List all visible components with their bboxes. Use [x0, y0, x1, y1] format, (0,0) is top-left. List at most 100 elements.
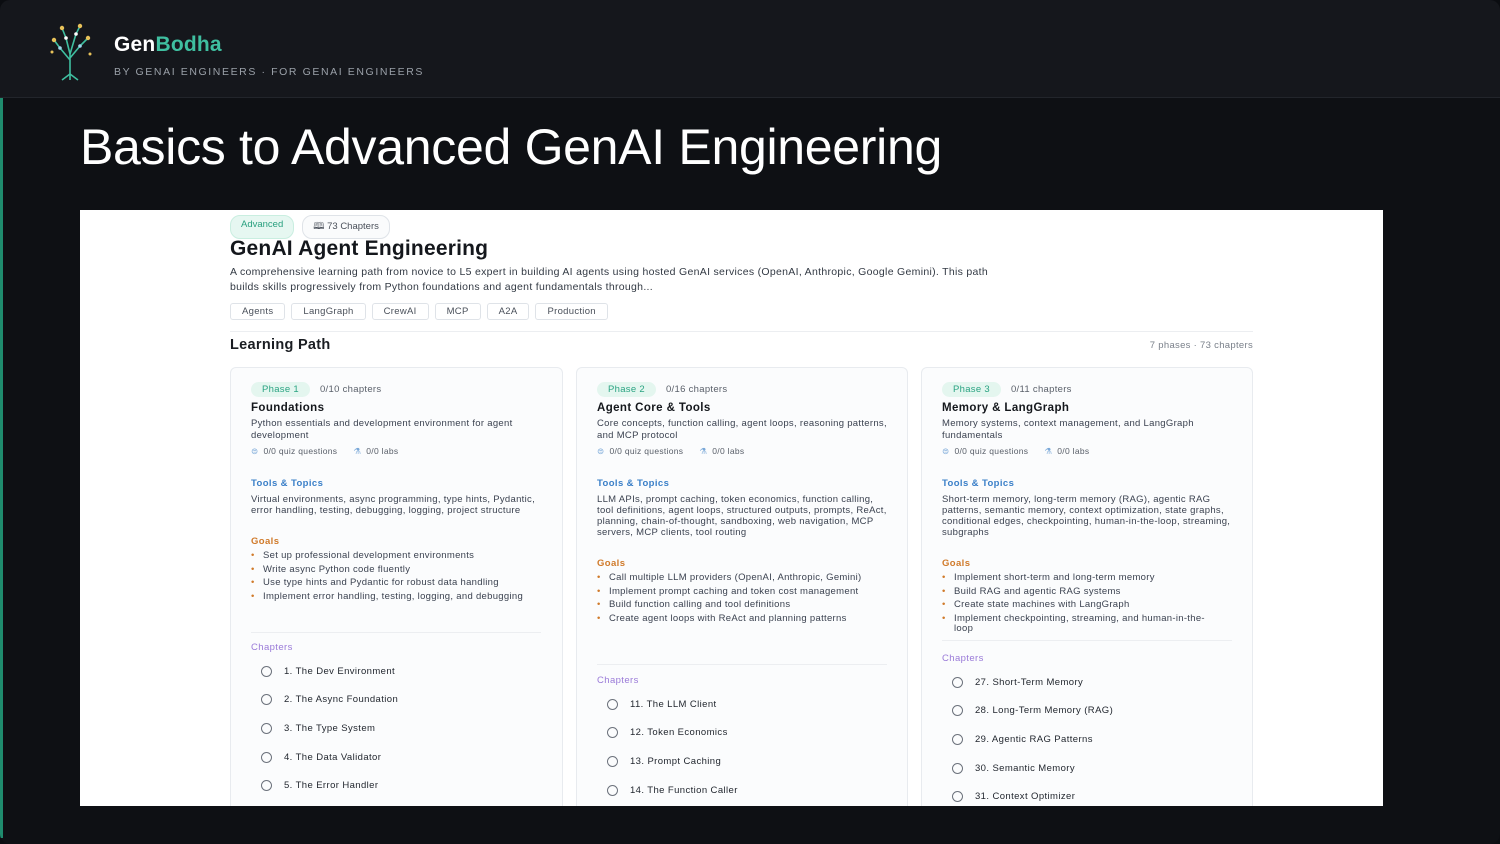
phase-title: Foundations: [251, 402, 325, 414]
radio-circle-icon[interactable]: [607, 755, 618, 767]
learning-path-title: Learning Path: [230, 337, 331, 353]
radio-circle-icon[interactable]: [607, 698, 618, 710]
goal-item: Build RAG and agentic RAG systems: [942, 586, 1222, 598]
goals-list: Set up professional development environm…: [251, 550, 531, 605]
radio-circle-icon[interactable]: [952, 705, 963, 717]
goals-list: Implement short-term and long-term memor…: [942, 572, 1222, 638]
chapter-list: 1. The Dev Environment 2. The Async Foun…: [261, 657, 398, 800]
radio-circle-icon[interactable]: [261, 694, 272, 706]
chapter-label: 2. The Async Foundation: [284, 694, 399, 706]
chapter-label: 12. Token Economics: [630, 727, 728, 739]
goal-item: Implement error handling, testing, loggi…: [251, 591, 531, 603]
phase-description: Core concepts, function calling, agent l…: [597, 418, 887, 441]
goals-label: Goals: [597, 558, 626, 569]
chapter-item[interactable]: 30. Semantic Memory: [952, 754, 1113, 783]
chapter-label: 14. The Function Caller: [630, 784, 738, 796]
phase-stats: ⊜0/0 quiz questions ⚗0/0 labs: [942, 446, 1089, 457]
chapter-label: 13. Prompt Caching: [630, 755, 722, 767]
chapters-label: Chapters: [597, 675, 639, 686]
radio-circle-icon[interactable]: [607, 727, 618, 739]
tag-chip[interactable]: Production: [535, 303, 608, 320]
radio-circle-icon[interactable]: [952, 676, 963, 688]
phase-chapter-count: 0/11 chapters: [1010, 384, 1072, 395]
chapter-item[interactable]: 11. The LLM Client: [607, 690, 738, 719]
chapter-item[interactable]: 12. Token Economics: [607, 719, 738, 748]
chapter-item[interactable]: 3. The Type System: [261, 714, 398, 743]
phase-badge: Phase 1: [251, 382, 310, 397]
labs-stat-label: 0/0 labs: [712, 446, 745, 456]
brand-tagline: BY GENAI ENGINEERS · FOR GENAI ENGINEERS: [114, 66, 425, 78]
phase-card-2[interactable]: Phase 2 0/16 chapters Agent Core & Tools…: [576, 367, 908, 806]
tools-label: Tools & Topics: [597, 478, 670, 489]
phase-chapter-count: 0/10 chapters: [319, 384, 382, 395]
phase-badge: Phase 3: [942, 382, 1001, 397]
chapter-label: 11. The LLM Client: [630, 698, 717, 710]
book-icon: 🕮: [313, 221, 328, 232]
phase-card-1[interactable]: Phase 1 0/10 chapters Foundations Python…: [230, 367, 563, 806]
slide-header: GenBodha BY GENAI ENGINEERS · FOR GENAI …: [0, 0, 1500, 98]
phase-title: Agent Core & Tools: [597, 402, 711, 414]
quiz-stat: ⊜ 0/0 quiz questions: [597, 446, 683, 457]
chapter-item[interactable]: 4. The Data Validator: [261, 743, 398, 772]
goals-list: Call multiple LLM providers (OpenAI, Ant…: [597, 572, 877, 627]
slide-accent-bar: [0, 98, 3, 838]
chapter-label: 28. Long-Term Memory (RAG): [975, 705, 1114, 717]
chapter-item[interactable]: 28. Long-Term Memory (RAG): [952, 697, 1113, 726]
chapter-item[interactable]: 29. Agentic RAG Patterns: [952, 725, 1113, 754]
tag-chip[interactable]: LangGraph: [291, 303, 366, 320]
chapter-item[interactable]: 13. Prompt Caching: [607, 747, 738, 776]
labs-stat: ⚗ 0/0 labs: [353, 446, 398, 457]
section-separator: [597, 664, 887, 665]
flask-icon: ⚗: [353, 446, 362, 456]
quiz-stat: ⊜0/0 quiz questions: [942, 446, 1028, 457]
chapter-item[interactable]: 27. Short-Term Memory: [952, 668, 1113, 697]
course-tags: Agents LangGraph CrewAI MCP A2A Producti…: [230, 303, 608, 320]
tools-label: Tools & Topics: [251, 478, 324, 489]
goal-item: Create agent loops with ReAct and planni…: [597, 613, 877, 625]
chapter-item[interactable]: 5. The Error Handler: [261, 771, 398, 800]
quiz-icon: ⊜: [597, 446, 605, 456]
tools-text: Virtual environments, async programming,…: [251, 494, 536, 516]
phase-stats: ⊜0/0 quiz questions ⚗ 0/0 labs: [251, 446, 398, 457]
flask-icon: ⚗: [699, 446, 708, 456]
radio-circle-icon[interactable]: [261, 665, 272, 677]
radio-circle-icon[interactable]: [952, 762, 963, 774]
radio-circle-icon[interactable]: [952, 733, 963, 745]
quiz-stat-label: 0/0 quiz questions: [609, 446, 684, 456]
tag-chip[interactable]: MCP: [434, 303, 481, 320]
brand-bodha: Bodha: [155, 33, 222, 56]
radio-circle-icon[interactable]: [261, 780, 272, 792]
chapter-label: 27. Short-Term Memory: [975, 676, 1084, 688]
phase-card-3[interactable]: Phase 3 0/11 chapters Memory & LangGraph…: [921, 367, 1253, 806]
chapter-item[interactable]: 31. Context Optimizer: [952, 782, 1113, 806]
chapter-item[interactable]: 2. The Async Foundation: [261, 686, 398, 715]
chapters-label: Chapters: [942, 653, 984, 664]
goal-item: Implement prompt caching and token cost …: [597, 586, 877, 598]
chapter-item[interactable]: 1. The Dev Environment: [261, 657, 398, 686]
phase-stats: ⊜ 0/0 quiz questions ⚗ 0/0 labs: [597, 446, 744, 457]
phase-chapter-count: 0/16 chapters: [665, 384, 728, 395]
labs-stat-label: 0/0 labs: [366, 446, 399, 456]
quiz-icon: ⊜: [942, 446, 950, 456]
chapter-item[interactable]: 14. The Function Caller: [607, 776, 738, 805]
radio-circle-icon[interactable]: [952, 791, 963, 803]
chapter-label: 5. The Error Handler: [284, 780, 379, 792]
quiz-icon: ⊜: [251, 446, 259, 456]
course-description: A comprehensive learning path from novic…: [230, 266, 989, 293]
labs-stat-label: 0/0 labs: [1057, 446, 1090, 456]
quiz-stat: ⊜0/0 quiz questions: [251, 446, 337, 457]
tag-chip[interactable]: CrewAI: [371, 303, 429, 320]
chapters-badge-label: 73 Chapters: [327, 221, 379, 232]
chapter-label: 30. Semantic Memory: [975, 762, 1075, 774]
labs-stat: ⚗ 0/0 labs: [699, 446, 744, 457]
chapter-label: 29. Agentic RAG Patterns: [975, 733, 1093, 745]
tag-chip[interactable]: A2A: [486, 303, 530, 320]
tag-chip[interactable]: Agents: [230, 303, 286, 320]
radio-circle-icon[interactable]: [261, 751, 272, 763]
radio-circle-icon[interactable]: [261, 722, 272, 734]
section-divider: [230, 331, 1253, 332]
radio-circle-icon[interactable]: [607, 784, 618, 796]
chapter-list: 27. Short-Term Memory 28. Long-Term Memo…: [952, 668, 1113, 806]
goal-item: Use type hints and Pydantic for robust d…: [251, 577, 531, 589]
section-separator: [942, 640, 1232, 641]
